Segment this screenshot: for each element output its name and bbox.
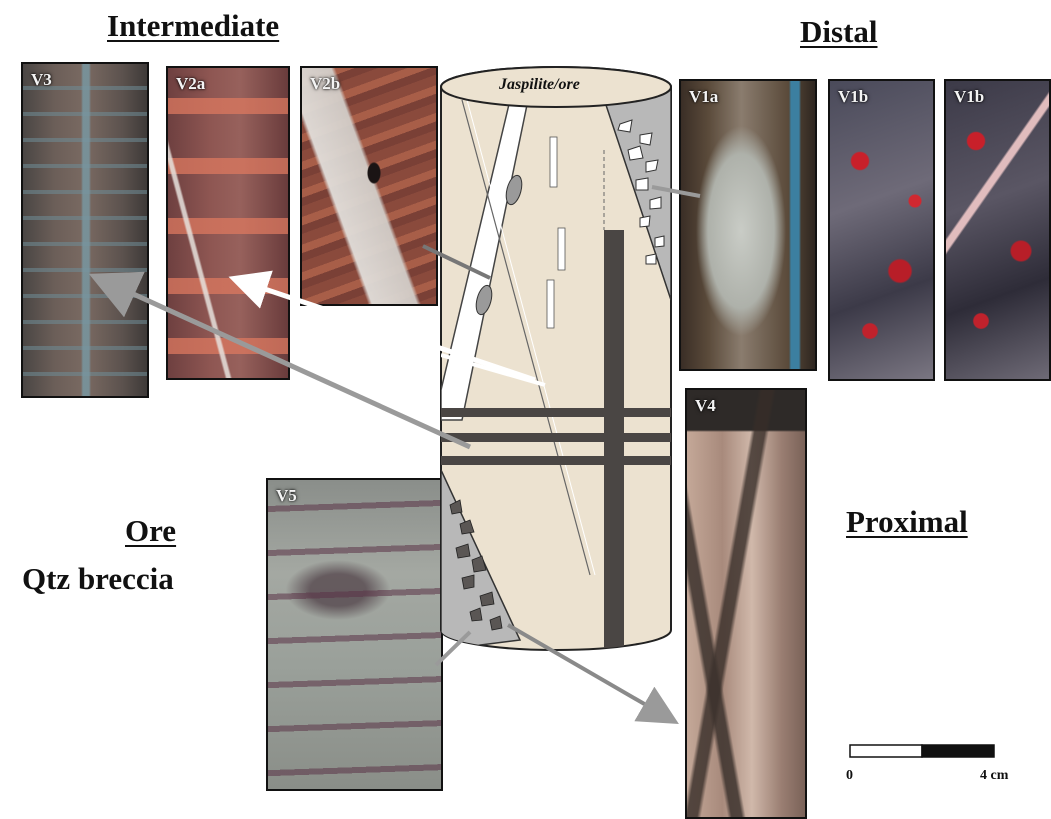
scale-bar-end-label: 4 cm (980, 768, 1008, 784)
vein-fragment (550, 137, 557, 187)
dark-vein-v3-horizontal (441, 433, 671, 442)
heading-ore: Ore (125, 513, 176, 549)
vein-fragment (547, 280, 554, 328)
arrow-to-v3 (98, 278, 470, 447)
heading-intermediate: Intermediate (107, 8, 279, 44)
cylinder-label: Jaspilite/ore (499, 76, 580, 94)
heading-ore-subtitle: Qtz breccia (22, 561, 174, 597)
heading-distal: Distal (800, 14, 878, 50)
scale-bar-white (850, 745, 922, 757)
scale-bar-start-label: 0 (846, 768, 853, 784)
vein-fragment (558, 228, 565, 270)
scale-bar-black (922, 745, 994, 757)
dark-vein-v3-horizontal (441, 456, 671, 465)
dark-vein-v3-horizontal (441, 408, 671, 417)
heading-proximal: Proximal (846, 504, 968, 540)
